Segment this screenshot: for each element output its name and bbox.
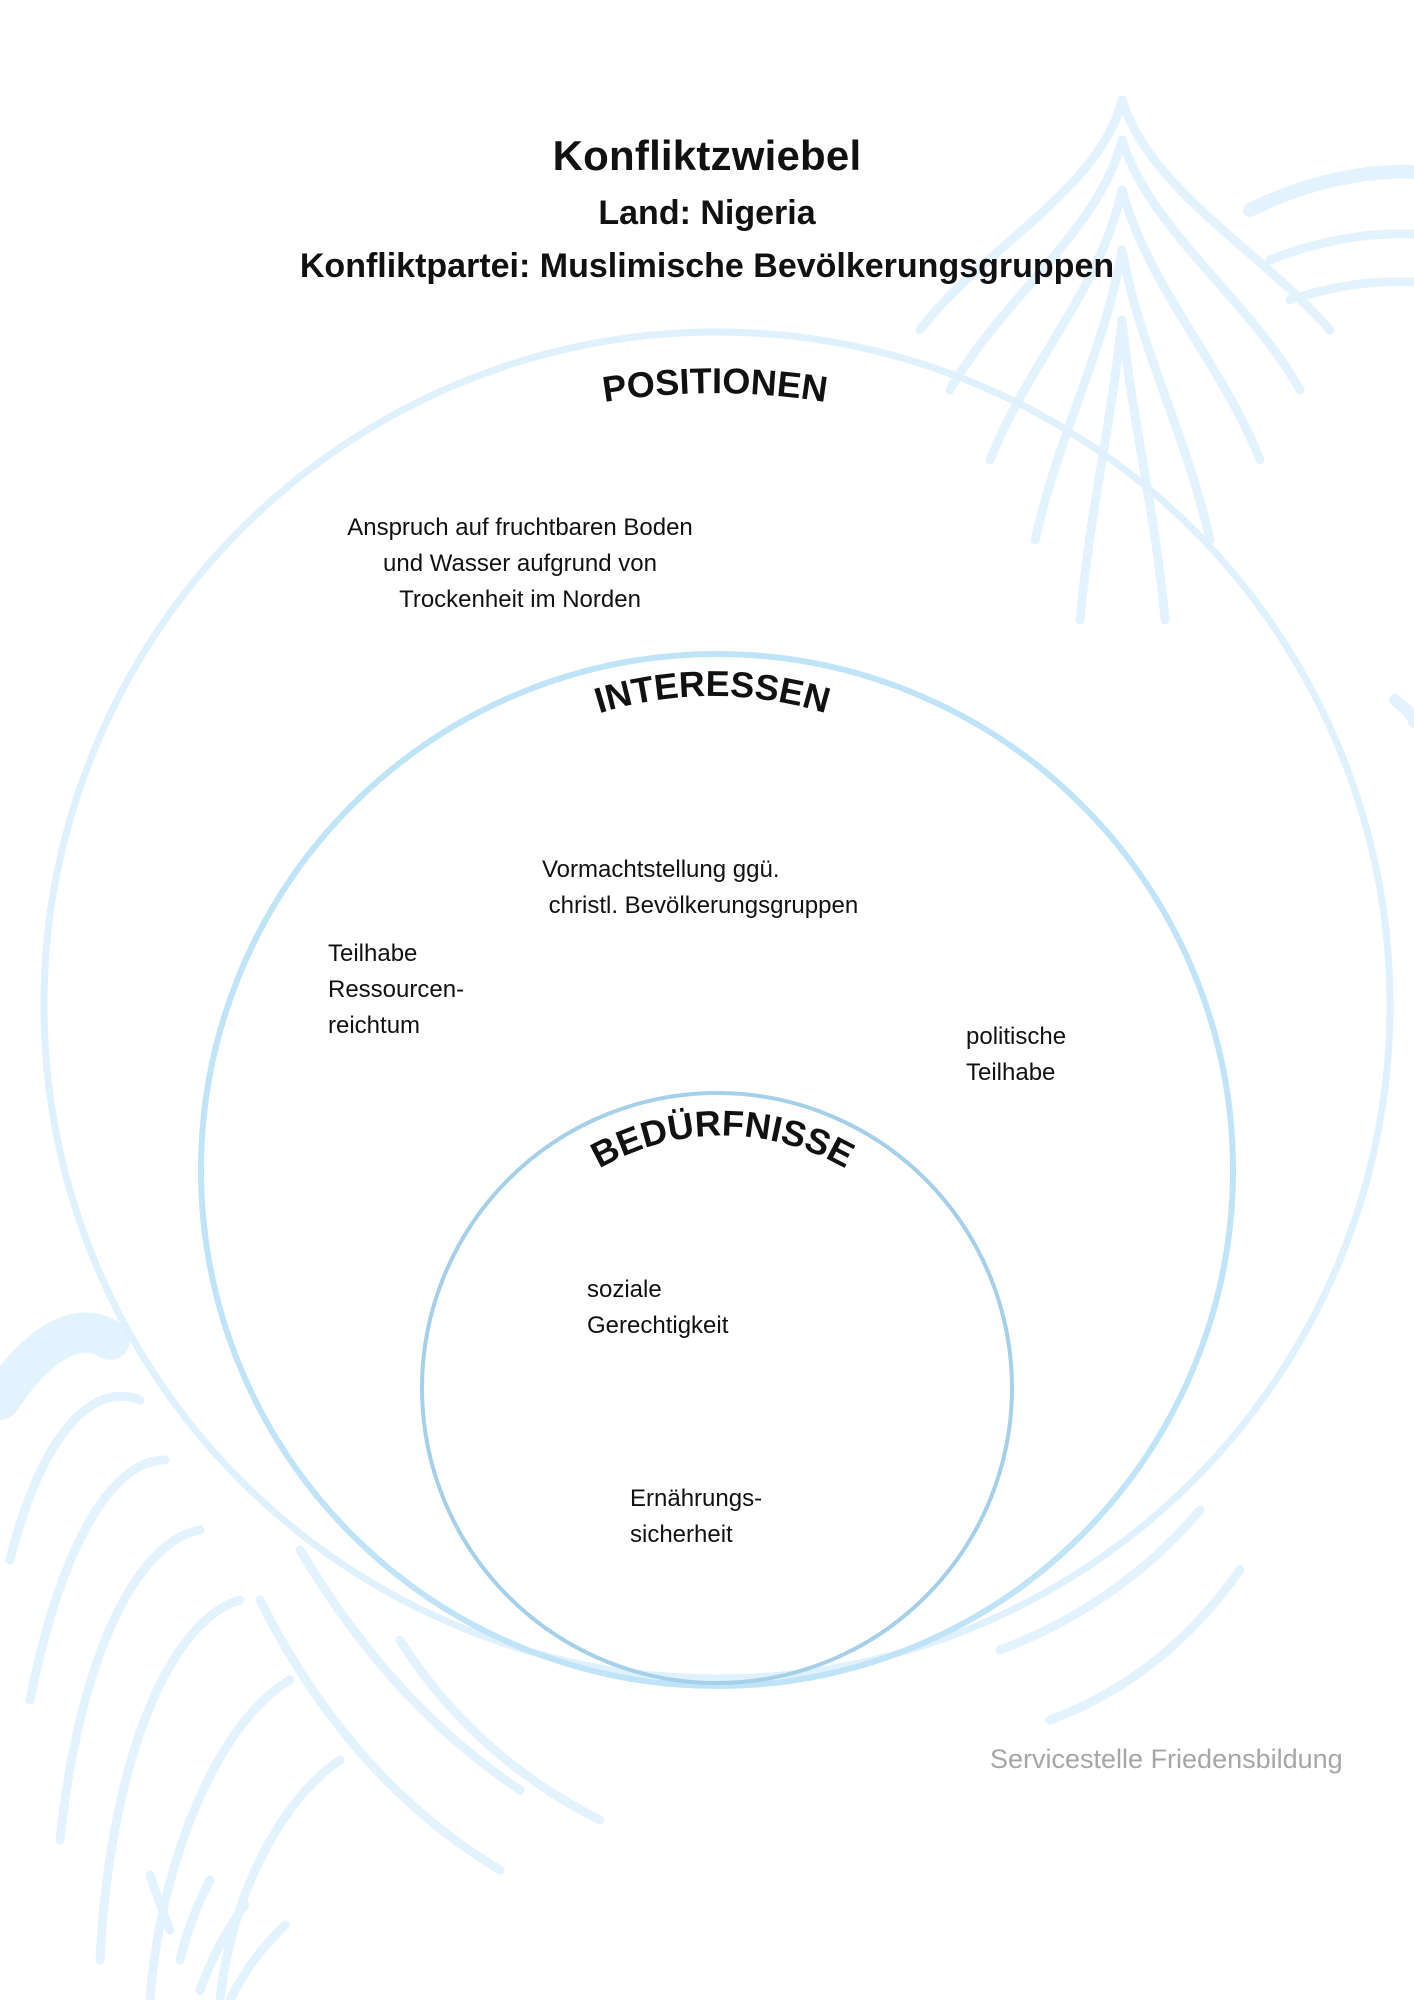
ring-beduerfnisse	[420, 1091, 1014, 1685]
page-title: Konfliktzwiebel	[552, 132, 862, 179]
positionen-item-1: Anspruch auf fruchtbaren Boden und Wasse…	[347, 514, 693, 613]
interessen-item-2: Teilhabe Ressourcen- reichtum	[328, 940, 465, 1039]
interessen-item-3: politische Teilhabe	[966, 1023, 1067, 1086]
interessen-item-1: Vormachtstellung ggü. christl. Bevölkeru…	[542, 856, 859, 919]
ring-interessen	[198, 651, 1236, 1689]
country-label: Land: Nigeria	[598, 194, 816, 232]
beduerfnisse-item-2: Ernährungs- sicherheit	[630, 1485, 763, 1548]
footer-credit: Servicestelle Friedensbildung	[990, 1744, 1343, 1774]
beduerfnisse-item-1: soziale Gerechtigkeit	[587, 1276, 729, 1339]
conflict-party-label: Konfliktpartei: Muslimische Bevölkerungs…	[299, 247, 1115, 285]
label-interessen: INTERESSEN	[590, 663, 835, 721]
label-positionen: POSITIONEN	[600, 360, 831, 410]
diagram-header: Konfliktzwiebel Land: Nigeria Konfliktpa…	[0, 132, 1414, 286]
ring-positionen	[40, 328, 1394, 1682]
